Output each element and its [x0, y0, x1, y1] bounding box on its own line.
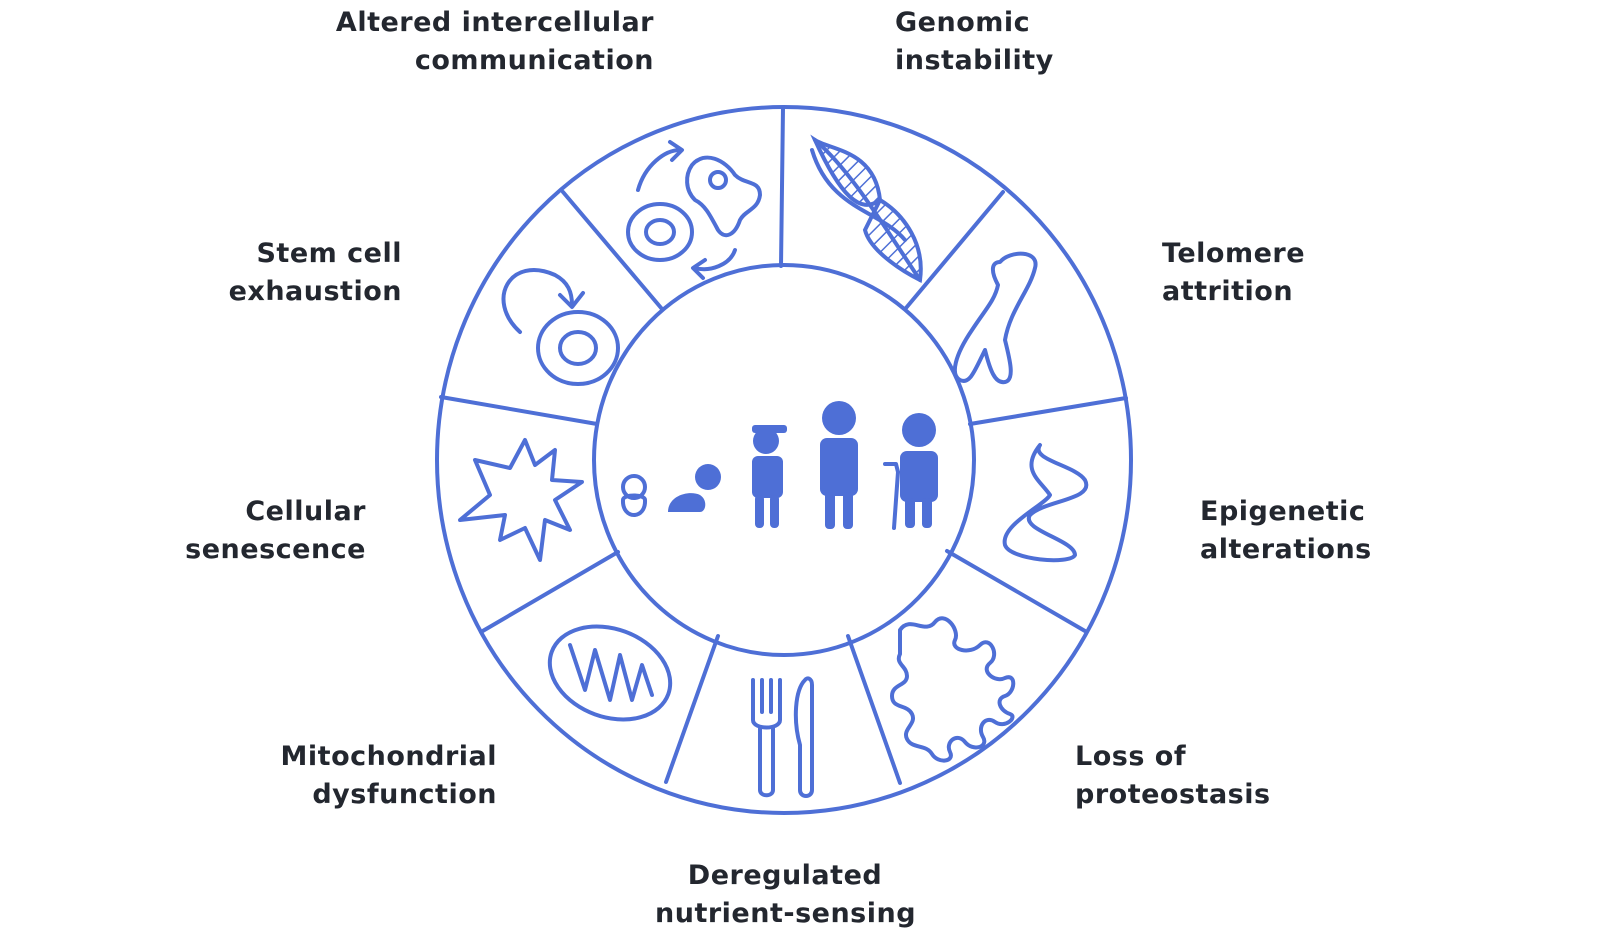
- stem-cell-arrow-icon: [501, 268, 620, 386]
- label-line: communication: [414, 45, 654, 76]
- label-line: instability: [895, 45, 1054, 76]
- label-line: senescence: [185, 534, 366, 565]
- divider-7: [479, 550, 620, 634]
- label-altered-intercellular-communication: Altered intercellular communication: [336, 4, 654, 80]
- label-line: Epigenetic: [1200, 496, 1366, 527]
- label-line: proteostasis: [1075, 779, 1271, 810]
- label-line: Altered intercellular: [335, 7, 654, 38]
- crawling-baby-icon: [668, 464, 721, 512]
- dna-helix-icon: [810, 134, 923, 284]
- segment-dividers: [439, 106, 1128, 785]
- label-stem-cell-exhaustion: Stem cell exhaustion: [229, 235, 402, 311]
- divider-2: [904, 190, 1005, 310]
- label-line: Telomere: [1162, 238, 1306, 269]
- label-mitochondrial-dysfunction: Mitochondrial dysfunction: [281, 738, 497, 814]
- label-cellular-senescence: Cellular senescence: [185, 493, 366, 569]
- divider-9: [561, 190, 664, 311]
- chromatin-coil-icon: [1002, 443, 1089, 563]
- label-line: nutrient-sensing: [655, 898, 917, 929]
- label-epigenetic-alterations: Epigenetic alterations: [1200, 493, 1372, 569]
- child-with-cap-icon: [752, 425, 787, 528]
- label-line: Cellular: [245, 496, 366, 527]
- divider-4: [945, 549, 1087, 633]
- label-line: attrition: [1162, 276, 1294, 307]
- label-genomic-instability: Genomic instability: [895, 4, 1054, 80]
- label-line: alterations: [1200, 534, 1372, 565]
- label-deregulated-nutrient-sensing: Deregulated nutrient-sensing: [655, 857, 917, 933]
- cell-communication-icon: [626, 140, 762, 280]
- divider-5: [846, 634, 902, 785]
- chromosome-icon: [952, 251, 1038, 385]
- divider-1: [779, 106, 785, 268]
- adult-person-icon: [820, 401, 858, 529]
- starburst-cell-icon: [458, 438, 584, 562]
- label-line: Genomic: [895, 7, 1031, 38]
- life-stage-figures: [620, 401, 938, 530]
- mitochondrion-icon: [547, 624, 673, 722]
- tangled-protein-icon: [890, 616, 1016, 763]
- label-line: dysfunction: [312, 779, 497, 810]
- divider-6: [664, 634, 720, 784]
- elderly-person-with-cane-icon: [883, 413, 938, 530]
- label-line: Mitochondrial: [280, 741, 497, 772]
- label-line: Deregulated: [687, 860, 883, 891]
- label-loss-of-proteostasis: Loss of proteostasis: [1075, 738, 1271, 814]
- divider-3: [968, 396, 1128, 426]
- swaddled-baby-icon: [620, 474, 648, 517]
- label-line: exhaustion: [228, 276, 402, 307]
- label-line: Loss of: [1075, 741, 1187, 772]
- fork-and-knife-icon: [751, 676, 814, 798]
- label-telomere-attrition: Telomere attrition: [1162, 235, 1305, 311]
- label-line: Stem cell: [256, 238, 402, 269]
- divider-8: [439, 395, 599, 426]
